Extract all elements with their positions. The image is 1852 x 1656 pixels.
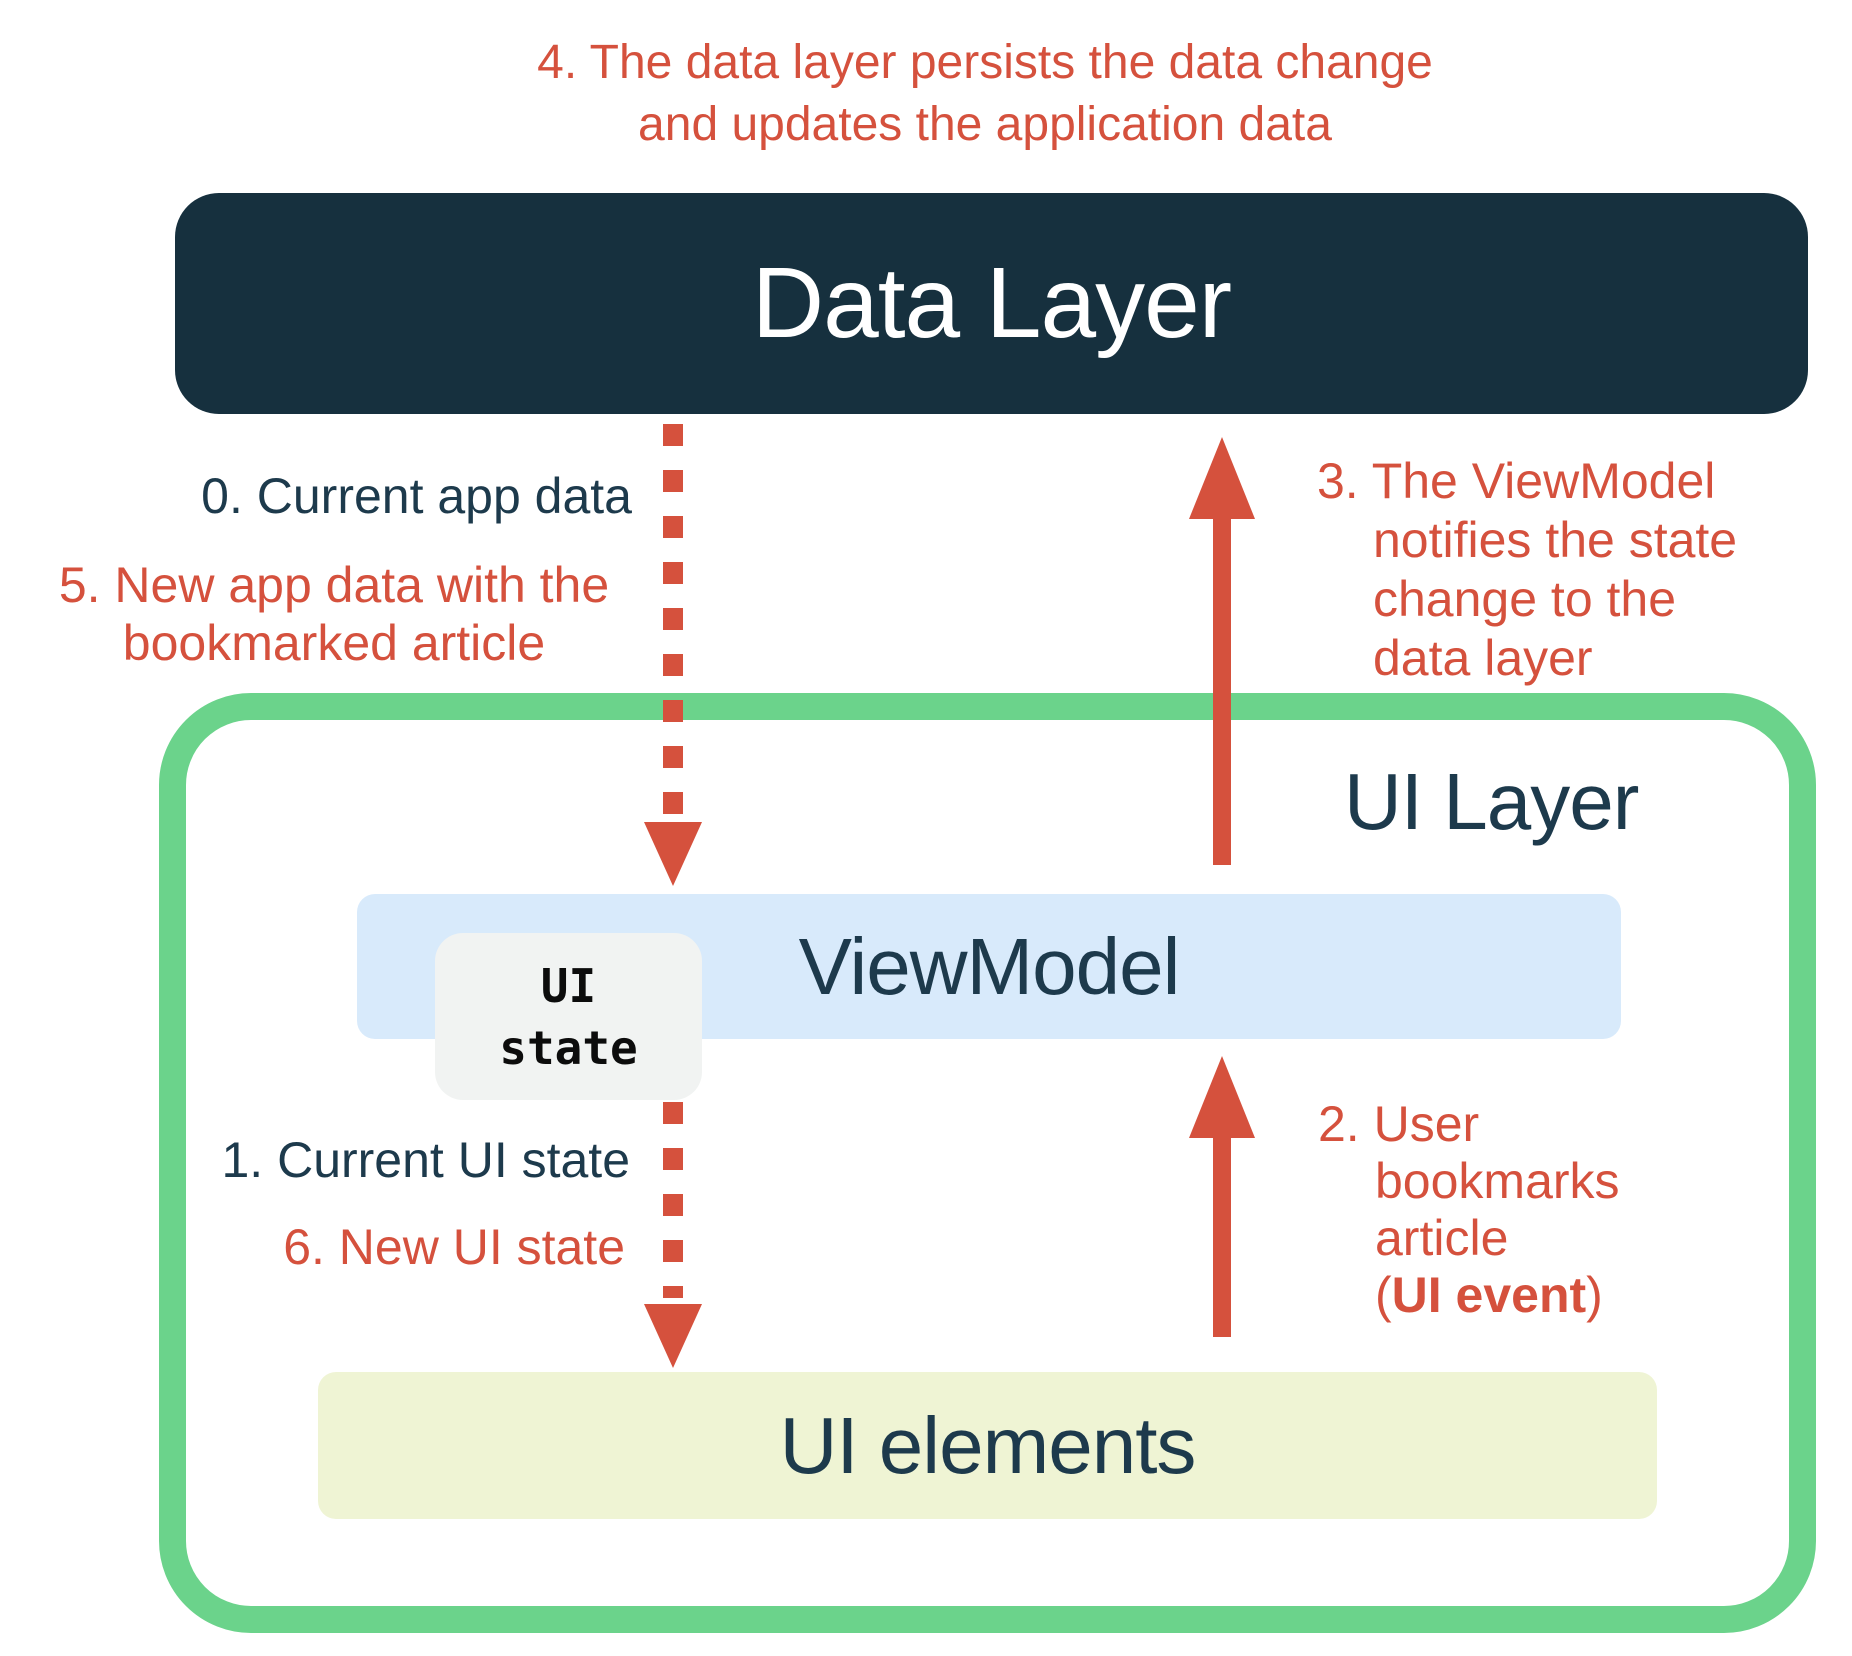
- step6-annotation: 6. New UI state: [283, 1219, 625, 1275]
- step2-line4-prefix: (: [1375, 1267, 1392, 1323]
- step5-annotation: 5. New app data with the bookmarked arti…: [20, 556, 648, 672]
- step2-line3: article: [1375, 1210, 1509, 1266]
- ui-layer-box: [159, 693, 1816, 1633]
- arrowhead-up-icon: [1189, 1056, 1255, 1138]
- step4-line2: and updates the application data: [638, 98, 1332, 151]
- dotted-arrow-data-to-viewmodel: [663, 424, 683, 816]
- step2-line4: (UI event): [1375, 1267, 1620, 1324]
- step1-annotation: 1. Current UI state: [221, 1132, 631, 1188]
- solid-arrow-ui-to-viewmodel: [1213, 1132, 1231, 1337]
- ui-state-line1: UI: [540, 958, 597, 1013]
- step2-line1: 2. User: [1318, 1096, 1480, 1152]
- data-layer-box: Data Layer: [175, 193, 1808, 414]
- step3-line2: notifies the state: [1373, 512, 1738, 568]
- step0-annotation: 0. Current app data: [201, 468, 632, 524]
- step5-line1: 5. New app data with the: [58, 557, 610, 613]
- arrowhead-down-icon: [644, 822, 702, 886]
- arrowhead-down-icon: [644, 1304, 702, 1368]
- step2-line4-suffix: ): [1586, 1267, 1603, 1323]
- dotted-arrow-viewmodel-to-ui: [663, 1102, 683, 1298]
- ui-elements-box: UI elements: [318, 1372, 1657, 1519]
- ui-layer-label: UI Layer: [1344, 757, 1639, 846]
- step2-annotation: 2. User bookmarks article (UI event): [1318, 1096, 1620, 1324]
- step3-line3: change to the: [1373, 571, 1677, 627]
- viewmodel-label: ViewModel: [798, 921, 1181, 1011]
- step3-line1: 3. The ViewModel: [1317, 453, 1716, 509]
- step4-line1: 4. The data layer persists the data chan…: [537, 36, 1433, 89]
- solid-arrow-viewmodel-to-data: [1213, 512, 1231, 865]
- step2-line2: bookmarks: [1375, 1153, 1620, 1209]
- step5-line2: bookmarked article: [122, 615, 546, 671]
- ui-state-box: UI state: [435, 933, 702, 1100]
- ui-elements-label: UI elements: [779, 1400, 1197, 1490]
- data-layer-label: Data Layer: [751, 247, 1232, 359]
- step3-annotation: 3. The ViewModel notifies the state chan…: [1317, 452, 1737, 688]
- step4-annotation: 4. The data layer persists the data chan…: [300, 32, 1670, 156]
- step3-line4: data layer: [1373, 630, 1593, 686]
- ui-state-line2: state: [499, 1020, 638, 1075]
- arrowhead-up-icon: [1189, 437, 1255, 519]
- step2-line4-bold: UI event: [1391, 1267, 1587, 1323]
